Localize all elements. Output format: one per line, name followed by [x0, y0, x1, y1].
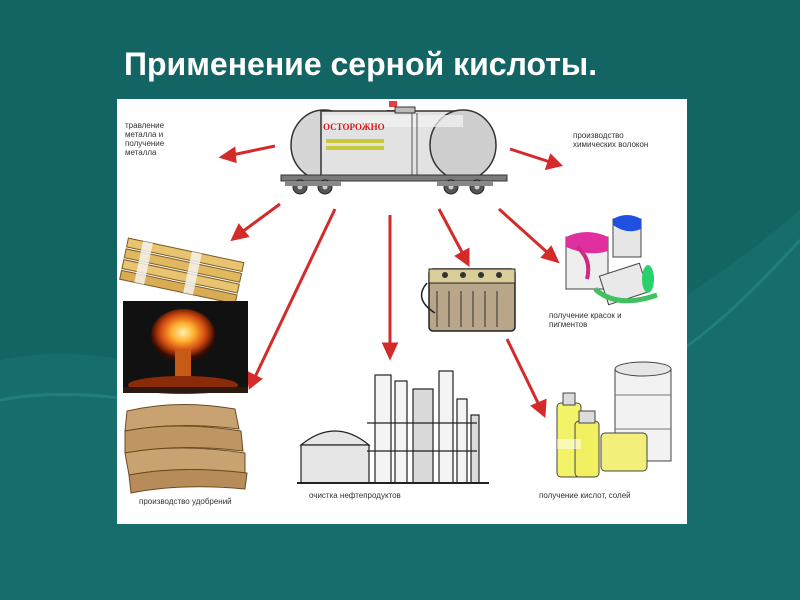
- metal-ingots: [119, 237, 245, 305]
- diagram-drawing: ОСТОРОЖНО: [119, 101, 672, 494]
- fertilizer-sacks: [124, 403, 248, 494]
- label-metal: травление металла и получение металла: [125, 121, 165, 157]
- slide-title: Применение серной кислоты.: [124, 46, 598, 82]
- label-acids: получение кислот, солей: [539, 491, 631, 500]
- label-paints: получение красок и пигментов: [549, 311, 622, 329]
- label-oil: очистка нефтепродуктов: [309, 491, 401, 500]
- explosion-image: [123, 301, 248, 394]
- label-fertilizers: производство удобрений: [139, 497, 232, 506]
- tank-warning-text: ОСТОРОЖНО: [323, 122, 385, 132]
- refinery: [297, 370, 489, 484]
- paint-cans: [565, 215, 658, 306]
- battery: [420, 268, 516, 332]
- label-fibers: производство химических волокон: [573, 131, 649, 149]
- tank-car: ОСТОРОЖНО: [280, 101, 508, 195]
- arrows: [218, 144, 563, 418]
- diagram-panel: ОСТОРОЖНО: [117, 99, 687, 524]
- acid-bottles: [556, 361, 672, 478]
